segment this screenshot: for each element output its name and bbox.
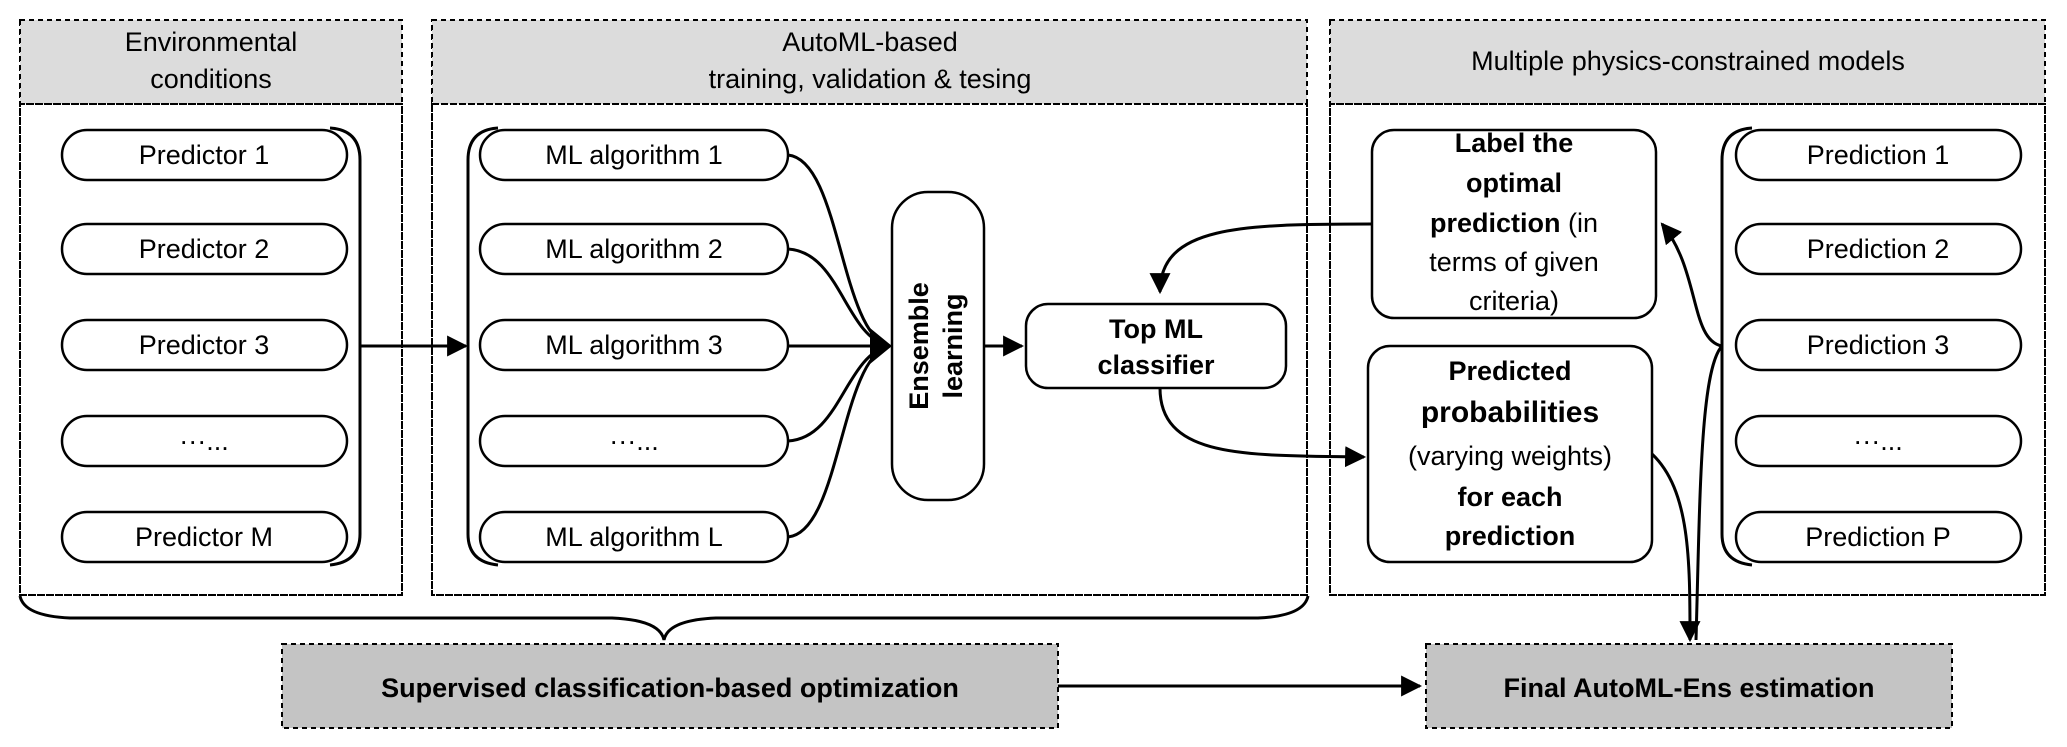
prob-box-line1: Predicted [1448,356,1571,386]
predictor-pill [60,414,349,468]
environmental-panel-border [19,19,403,596]
top-classifier-line2: classifier [1097,350,1215,380]
prediction-pill [1734,414,2023,468]
supervised-optimization-box [281,643,1059,729]
probabilities-to-final-arrow [1650,452,1701,643]
predictor-label: Predictor 3 [139,330,270,360]
algorithm-label: ML algorithm L [545,522,723,552]
prediction-label: Prediction 2 [1807,234,1950,264]
label-box-line5: criteria) [1469,286,1559,316]
automl-panel-border [431,19,1308,596]
ensemble-label-line1: Ensemble [904,282,934,410]
prob-box-line2: probabilities [1421,396,1599,429]
algorithm-label: ML algorithm 3 [545,330,723,360]
automl-panel: AutoML-based training, validation & tesi… [431,19,1308,596]
label-box-line4: terms of given [1429,247,1599,277]
supervised-optimization-label: Supervised classification-based optimiza… [381,673,959,703]
predictor-pill [60,128,349,182]
prediction-label: ···... [1853,426,1902,456]
label-to-classifier-arrow [1149,222,1373,295]
predictor-label: Predictor 2 [139,234,270,264]
top-classifier-line1: Top ML [1109,314,1203,344]
environmental-panel-body [19,103,403,596]
environmental-panel-header [19,19,403,105]
predictions-to-final-line [1694,344,1724,641]
predictor-label: Predictor 1 [139,140,270,170]
prediction-pill [1734,510,2023,564]
curve-alg1 [787,153,889,348]
label-box-line3-bold: prediction [1430,208,1561,238]
prediction-pill [1734,128,2023,182]
algorithm-bracket [466,126,499,567]
prob-box-line5: prediction [1445,521,1576,551]
physics-panel: Multiple physics-constrained models Labe… [1329,19,2046,596]
environmental-header-line1: Environmental [125,27,298,57]
prob-box-line4: for each [1457,482,1562,512]
predictor-label: Predictor M [135,522,273,552]
bottom-brace [18,595,1310,641]
label-box-line3-rest: (in [1561,208,1599,238]
physics-panel-header [1329,19,2046,105]
prediction-label: Prediction P [1805,522,1951,552]
physics-header: Multiple physics-constrained models [1471,46,1905,76]
environmental-panel: Environmental conditions Predictor 1 Pre… [19,19,403,596]
label-box-line2: optimal [1466,168,1562,198]
predictor-list: Predictor 1 Predictor 2 Predictor 3 ···.… [60,128,349,564]
classifier-to-probabilities-arrow [1158,387,1367,468]
label-box-line3: prediction (in [1430,208,1598,238]
predictor-pill [60,510,349,564]
prediction-label: Prediction 1 [1807,140,1950,170]
predictions-to-label-arrow [1660,222,1723,348]
prediction-label: Prediction 3 [1807,330,1950,360]
algorithm-label: ML algorithm 1 [545,140,723,170]
automl-panel-body [431,103,1308,596]
environmental-header-line2: conditions [150,64,272,94]
prediction-list: Prediction 1 Prediction 2 Prediction 3 ·… [1734,128,2023,564]
algorithm-label: ML algorithm 2 [545,234,723,264]
automl-header-line1: AutoML-based [782,27,958,57]
predictor-label: ···... [179,426,228,456]
final-estimation-box [1425,643,1953,729]
automl-panel-header [431,19,1308,105]
prob-box-line3: (varying weights) [1408,441,1612,471]
final-estimation-label: Final AutoML-Ens estimation [1504,673,1875,703]
ensemble-input-arrowhead [870,328,892,364]
label-box-line1: Label the [1455,128,1574,158]
curve-alg5 [787,344,889,539]
predictor-pill [60,222,349,276]
ensemble-label-line2: learning [938,293,968,398]
prediction-pill [1734,222,2023,276]
algorithm-label: ···... [609,426,658,456]
algorithm-list: ML algorithm 1 ML algorithm 2 ML algorit… [478,128,790,564]
prediction-pill [1734,318,2023,372]
top-classifier-box [1024,302,1288,390]
automl-header-line2: training, validation & tesing [709,64,1032,94]
predictor-pill [60,318,349,372]
